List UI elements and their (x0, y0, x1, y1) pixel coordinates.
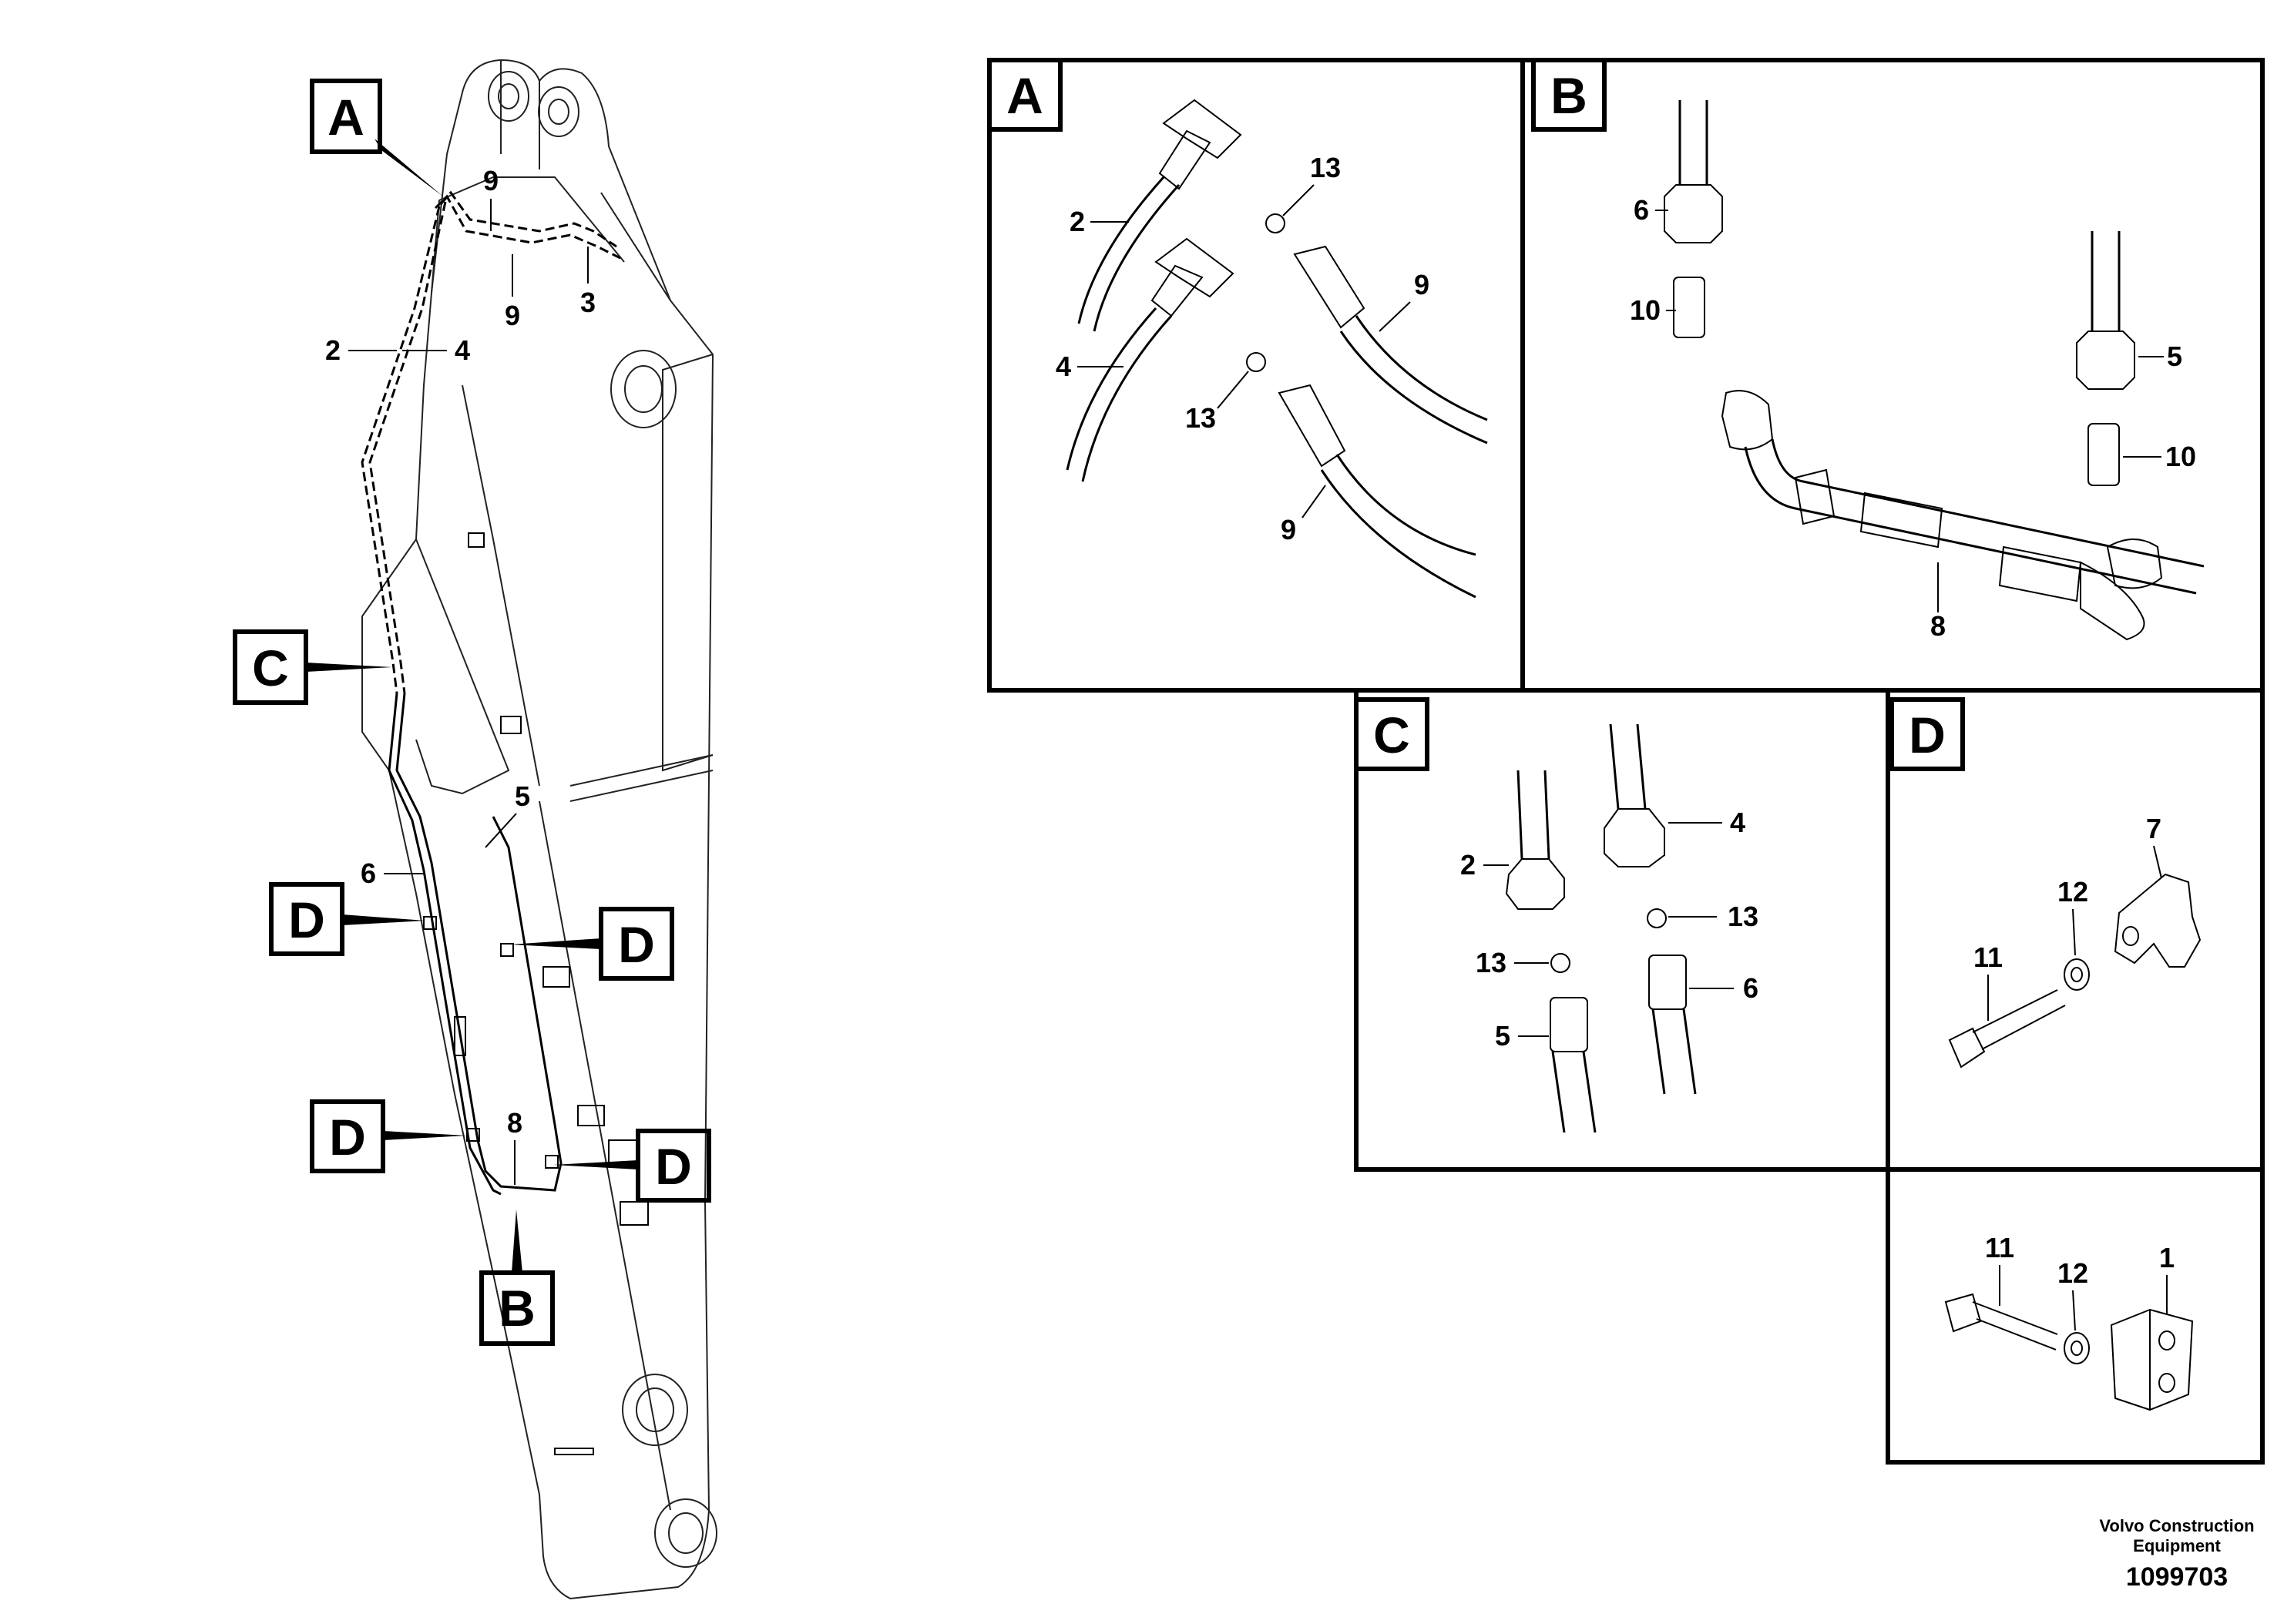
flag-c-arrow (306, 663, 393, 672)
detail-a-callout-4: 4 (1056, 351, 1071, 382)
detail-a-callout-2: 2 (1070, 206, 1085, 237)
detail-e-callout-1: 1 (2159, 1242, 2175, 1273)
callout-9-a: 9 (483, 165, 499, 196)
flag-a-text: A (327, 89, 364, 146)
detail-b-callout-8: 8 (1930, 610, 1946, 642)
detail-c-panel: C 2 4 13 13 5 6 (1354, 688, 1890, 1172)
detail-a-callout-13-a: 13 (1310, 152, 1341, 183)
flag-b-text: B (499, 1280, 536, 1337)
callout-4: 4 (455, 334, 470, 366)
callout-3: 3 (580, 287, 596, 318)
flag-d-1-text: D (288, 891, 325, 948)
detail-c-callout-13-a: 13 (1476, 947, 1506, 978)
hose-routing (361, 190, 621, 1196)
detail-c-label: C (1373, 706, 1410, 763)
flag-d-3-text: D (329, 1109, 366, 1166)
detail-d-callout-7: 7 (2146, 813, 2161, 844)
callout-5: 5 (515, 780, 530, 812)
flag-c[interactable]: C (233, 629, 393, 705)
detail-d-label: D (1909, 706, 1946, 763)
callout-2: 2 (325, 334, 341, 366)
flag-d-2-arrow (510, 938, 601, 949)
detail-b-panel: B 6 10 5 10 8 (1520, 58, 2265, 693)
document-number: 1099703 (2126, 1562, 2228, 1592)
detail-c-callout-2: 2 (1460, 849, 1476, 881)
flag-b[interactable]: B (479, 1210, 555, 1346)
flag-d-3[interactable]: D (310, 1099, 467, 1173)
detail-c-callout-6: 6 (1743, 972, 1758, 1004)
detail-c-callout-5: 5 (1495, 1020, 1510, 1052)
detail-b-callout-10-b: 10 (2165, 441, 2196, 472)
flag-d-3-arrow (383, 1131, 467, 1140)
footer: Volvo Construction Equipment 1099703 (2099, 1516, 2254, 1592)
flag-d-1[interactable]: D (269, 882, 425, 956)
detail-e-callout-11: 11 (1985, 1232, 2014, 1263)
detail-a-panel: A 2 4 13 13 9 9 (987, 58, 1525, 693)
flag-d-4[interactable]: D (553, 1129, 711, 1203)
company-name-line2: Equipment (2133, 1536, 2221, 1555)
flag-b-arrow (512, 1210, 522, 1273)
flag-c-text: C (252, 639, 289, 696)
detail-a-callout-13-b: 13 (1185, 402, 1216, 434)
detail-b-callout-6: 6 (1634, 194, 1649, 226)
detail-c-callout-4: 4 (1730, 807, 1745, 838)
detail-a-label: A (1006, 67, 1043, 124)
detail-a-callout-9-b: 9 (1281, 514, 1296, 545)
detail-d-callout-11: 11 (1973, 941, 2003, 973)
detail-d-callout-12: 12 (2057, 876, 2088, 908)
detail-b-callout-5: 5 (2167, 341, 2182, 372)
flag-a-arrow (374, 139, 443, 196)
detail-e-panel: 11 12 1 (1886, 1167, 2265, 1465)
detail-b-label: B (1550, 67, 1587, 124)
callout-8: 8 (507, 1107, 522, 1139)
detail-b-callout-10-a: 10 (1630, 294, 1661, 326)
callout-9-b: 9 (505, 300, 520, 331)
main-callouts: 9 9 3 2 4 5 6 8 (325, 165, 596, 1185)
flag-d-4-arrow (553, 1160, 638, 1169)
flag-a[interactable]: A (310, 79, 443, 196)
detail-d-panel: D 7 12 11 (1886, 688, 2265, 1172)
flag-d-2[interactable]: D (510, 907, 674, 981)
flag-d-2-text: D (618, 916, 655, 973)
detail-a-callout-9-a: 9 (1414, 269, 1429, 300)
boom-assembly (361, 59, 717, 1600)
flag-d-4-text: D (655, 1138, 692, 1195)
detail-c-callout-13-b: 13 (1728, 901, 1758, 932)
company-name-line1: Volvo Construction (2099, 1516, 2254, 1535)
flag-d-1-arrow (342, 914, 425, 925)
detail-e-callout-12: 12 (2057, 1257, 2088, 1289)
callout-6: 6 (361, 857, 376, 889)
